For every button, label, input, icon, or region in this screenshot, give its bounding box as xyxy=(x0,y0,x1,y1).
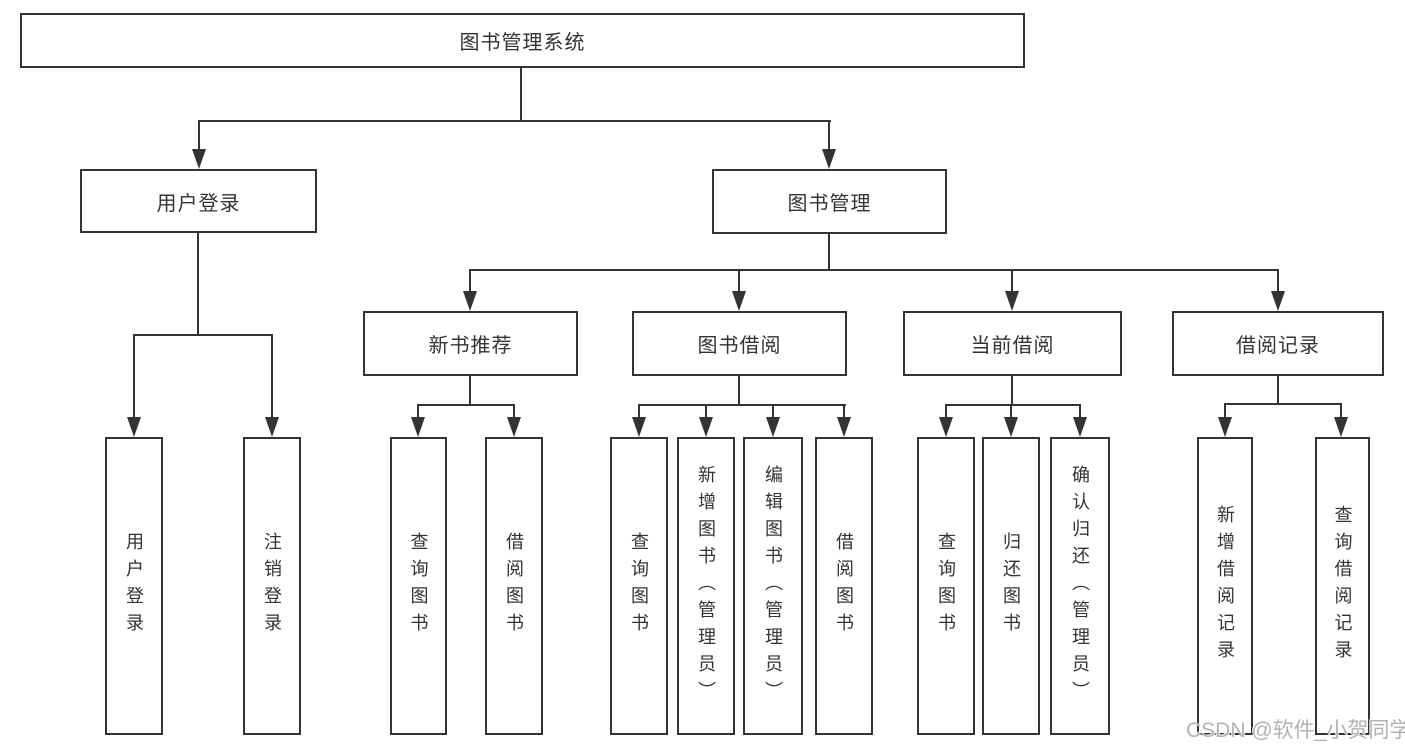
leaf-borrow-books-label: 借阅图书 xyxy=(834,532,854,640)
arrow-down-icon xyxy=(1218,417,1232,437)
leaf-query-books-current: 查询图书 xyxy=(917,437,975,735)
connector-line xyxy=(638,404,640,419)
leaf-confirm-return-admin-label: 确认归还（管理员） xyxy=(1070,464,1090,708)
connector-line xyxy=(1224,403,1226,419)
connector-line xyxy=(469,269,1279,271)
arrow-down-icon xyxy=(766,417,780,437)
leaf-edit-books-admin-label: 编辑图书（管理员） xyxy=(763,464,783,708)
leaf-return-books-label: 归还图书 xyxy=(1001,532,1021,640)
arrow-down-icon xyxy=(699,417,713,437)
connector-line xyxy=(945,404,1081,406)
connector-line xyxy=(198,120,200,151)
leaf-query-books-borrow: 查询图书 xyxy=(610,437,668,735)
connector-line xyxy=(945,404,947,419)
leaf-add-borrow-record-label: 新增借阅记录 xyxy=(1215,505,1235,667)
arrow-down-icon xyxy=(265,417,279,437)
arrow-down-icon xyxy=(127,417,141,437)
arrow-down-icon xyxy=(939,417,953,437)
connector-line xyxy=(198,120,831,122)
connector-line xyxy=(772,404,774,419)
node-new-book-recommend-label: 新书推荐 xyxy=(428,335,513,357)
leaf-user-login: 用户登录 xyxy=(105,437,163,735)
arrow-down-icon xyxy=(507,417,521,437)
connector-line xyxy=(1011,376,1013,406)
connector-line xyxy=(1079,404,1081,419)
leaf-add-borrow-record: 新增借阅记录 xyxy=(1197,437,1253,735)
connector-line xyxy=(1277,376,1279,405)
connector-line xyxy=(469,376,471,406)
node-current-borrowing: 当前借阅 xyxy=(903,311,1122,376)
node-new-book-recommend: 新书推荐 xyxy=(363,311,578,376)
node-book-management: 图书管理 xyxy=(712,169,947,234)
connector-line xyxy=(513,404,515,419)
leaf-borrow-books: 借阅图书 xyxy=(815,437,873,735)
leaf-return-books: 归还图书 xyxy=(982,437,1040,735)
leaf-logout: 注销登录 xyxy=(243,437,301,735)
node-user-login: 用户登录 xyxy=(80,169,317,233)
connector-line xyxy=(1011,269,1013,293)
leaf-logout-label: 注销登录 xyxy=(262,532,282,640)
leaf-query-books-current-label: 查询图书 xyxy=(936,532,956,640)
arrow-down-icon xyxy=(411,417,425,437)
csdn-watermark: CSDN @软件_小贺同学 xyxy=(1186,719,1405,742)
connector-line xyxy=(705,404,707,419)
connector-line xyxy=(638,404,846,406)
node-user-login-label: 用户登录 xyxy=(156,192,241,215)
node-current-borrowing-label: 当前借阅 xyxy=(970,335,1055,357)
arrow-down-icon xyxy=(1004,417,1018,437)
node-book-management-label: 图书管理 xyxy=(787,193,872,215)
arrow-down-icon xyxy=(822,149,836,169)
leaf-confirm-return-admin: 确认归还（管理员） xyxy=(1050,437,1110,735)
connector-line xyxy=(1224,403,1342,405)
arrow-down-icon xyxy=(837,417,851,437)
arrow-down-icon xyxy=(463,291,477,311)
connector-line xyxy=(133,334,135,418)
leaf-query-borrow-record: 查询借阅记录 xyxy=(1315,437,1370,735)
leaf-query-books-recommend-label: 查询图书 xyxy=(408,532,429,640)
connector-line xyxy=(738,376,740,406)
node-book-borrowing-label: 图书借阅 xyxy=(697,335,782,357)
arrow-down-icon xyxy=(732,291,746,311)
connector-line xyxy=(469,269,471,293)
connector-line xyxy=(520,68,522,120)
leaf-add-books-admin-label: 新增图书（管理员） xyxy=(696,464,716,708)
leaf-query-borrow-record-label: 查询借阅记录 xyxy=(1332,505,1353,667)
connector-line xyxy=(738,269,740,293)
leaf-query-books-recommend: 查询图书 xyxy=(390,437,447,735)
node-borrow-records: 借阅记录 xyxy=(1172,311,1384,376)
leaf-user-login-label: 用户登录 xyxy=(124,532,144,640)
leaf-borrow-books-recommend-label: 借阅图书 xyxy=(504,532,524,640)
connector-line xyxy=(133,334,273,336)
leaf-edit-books-admin: 编辑图书（管理员） xyxy=(743,437,803,735)
connector-line xyxy=(828,120,830,151)
leaf-query-books-borrow-label: 查询图书 xyxy=(629,532,649,640)
arrow-down-icon xyxy=(192,149,206,169)
leaf-borrow-books-recommend: 借阅图书 xyxy=(485,437,543,735)
arrow-down-icon xyxy=(632,417,646,437)
arrow-down-icon xyxy=(1271,291,1285,311)
connector-line xyxy=(417,404,419,419)
connector-line xyxy=(1277,269,1279,293)
node-root-label: 图书管理系统 xyxy=(459,32,586,54)
connector-line xyxy=(197,233,199,334)
connector-line xyxy=(1010,404,1012,419)
node-borrow-records-label: 借阅记录 xyxy=(1236,335,1320,357)
connector-line xyxy=(843,404,845,419)
arrow-down-icon xyxy=(1334,417,1348,437)
connector-line xyxy=(417,404,515,406)
leaf-add-books-admin: 新增图书（管理员） xyxy=(677,437,735,735)
connector-line xyxy=(271,334,273,418)
connector-line xyxy=(828,234,830,271)
arrow-down-icon xyxy=(1005,291,1019,311)
node-root: 图书管理系统 xyxy=(20,13,1025,68)
arrow-down-icon xyxy=(1073,417,1087,437)
node-book-borrowing: 图书借阅 xyxy=(632,311,847,376)
connector-line xyxy=(1340,403,1342,419)
